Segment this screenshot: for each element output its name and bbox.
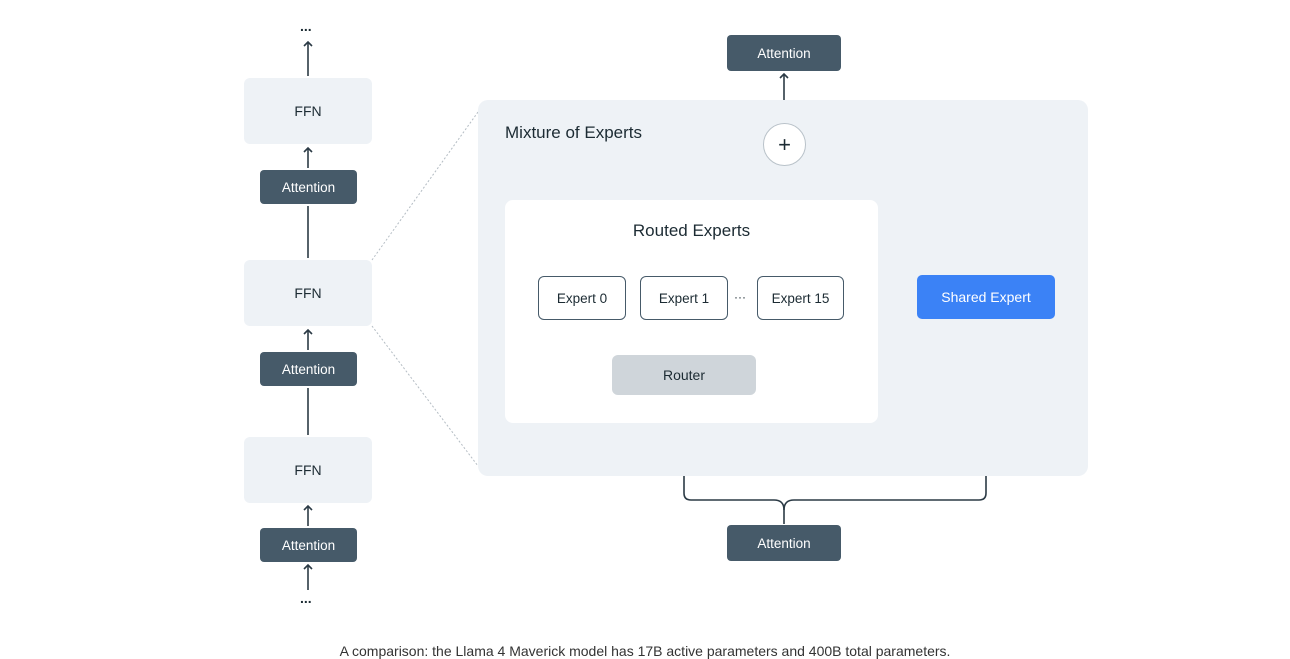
experts-ellipsis: ···	[734, 290, 746, 304]
attention-block-middle: Attention	[260, 352, 357, 386]
expert-label: Expert 15	[771, 290, 830, 306]
router-block: Router	[612, 355, 756, 395]
attention-bottom-label: Attention	[757, 535, 811, 551]
attention-block-lower: Attention	[260, 528, 357, 562]
expert-1: Expert 1	[640, 276, 728, 320]
ffn-block-bottom: FFN	[244, 437, 372, 503]
plus-symbol: +	[778, 131, 791, 157]
expert-15: Expert 15	[757, 276, 844, 320]
attention-block-upper: Attention	[260, 170, 357, 204]
stack-bottom-ellipsis: ...	[300, 590, 312, 606]
shared-expert-block: Shared Expert	[917, 275, 1055, 319]
ffn-label: FFN	[294, 285, 322, 301]
attention-top-label: Attention	[757, 45, 811, 61]
attention-label: Attention	[281, 361, 336, 377]
shared-expert-label: Shared Expert	[941, 289, 1031, 305]
attention-label: Attention	[281, 179, 336, 195]
router-label: Router	[662, 367, 706, 383]
attention-top: Attention	[727, 35, 841, 71]
ffn-label: FFN	[294, 103, 322, 119]
stack-top-ellipsis: ...	[300, 18, 312, 34]
plus-combiner: +	[763, 123, 806, 166]
attention-label: Attention	[281, 537, 336, 553]
figure-caption: A comparison: the Llama 4 Maverick model…	[339, 643, 951, 659]
routed-experts-title: Routed Experts	[632, 221, 751, 240]
ffn-block-middle: FFN	[244, 260, 372, 326]
expert-label: Expert 0	[556, 290, 608, 306]
moe-title: Mixture of Experts	[505, 123, 642, 142]
expert-0: Expert 0	[538, 276, 626, 320]
attention-bottom: Attention	[727, 525, 841, 561]
expert-label: Expert 1	[658, 290, 710, 306]
ffn-label: FFN	[294, 462, 322, 478]
ffn-block-top: FFN	[244, 78, 372, 144]
